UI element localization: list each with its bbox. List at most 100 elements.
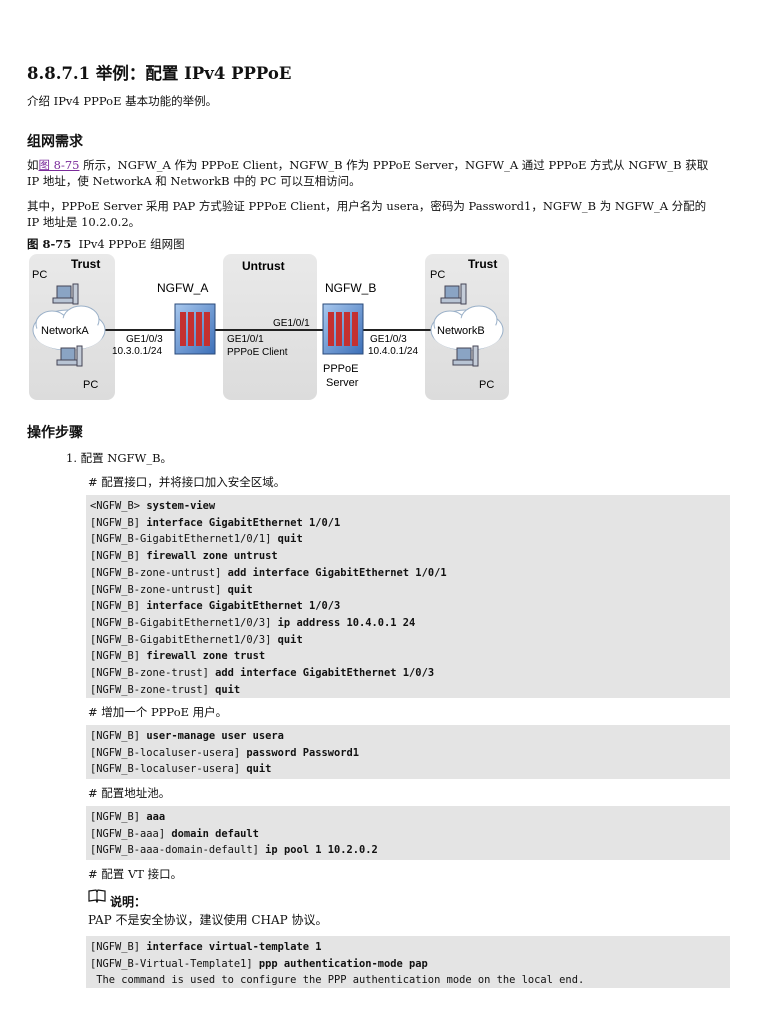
code-command: ppp authentication-mode pap bbox=[258, 957, 428, 970]
code-line: [NGFW_B-localuser-usera] quit bbox=[90, 761, 726, 778]
pc-label-top-left: PC bbox=[32, 269, 47, 281]
code-line: [NGFW_B-zone-untrust] add interface Giga… bbox=[90, 565, 726, 582]
comment-add-user: # 增加一个 PPPoE 用户。 bbox=[88, 705, 228, 719]
requirements-para1-line1: 如图 8-75 所示，NGFW_A 作为 PPPoE Client，NGFW_B… bbox=[27, 157, 708, 173]
code-prompt: [NGFW_B-aaa-domain-default] bbox=[90, 844, 266, 857]
zone-label-untrust: Untrust bbox=[242, 259, 285, 273]
code-line: [NGFW_B-aaa-domain-default] ip pool 1 10… bbox=[90, 842, 726, 859]
figure-title: IPv4 PPPoE 组网图 bbox=[78, 237, 185, 251]
code-line: [NGFW_B] aaa bbox=[90, 809, 726, 826]
code-command: domain default bbox=[171, 827, 259, 840]
code-command: add interface GigabitEthernet 1/0/3 bbox=[215, 667, 435, 680]
code-command: system-view bbox=[146, 500, 216, 512]
code-prompt: [NGFW_B] bbox=[90, 550, 147, 563]
requirements-para2-line1: 其中，PPPoE Server 采用 PAP 方式验证 PPPoE Client… bbox=[27, 199, 707, 213]
code-line: [NGFW_B-zone-trust] quit bbox=[90, 682, 726, 698]
page-title: 8.8.7.1 举例：配置 IPv4 PPPoE bbox=[27, 64, 292, 83]
code-prompt: [NGFW_B-zone-trust] bbox=[90, 683, 216, 696]
section-heading-requirements: 组网需求 bbox=[27, 134, 83, 150]
figure-caption: 图 8-75 IPv4 PPPoE 组网图 bbox=[27, 236, 185, 252]
ngfw-b-label: NGFW_B bbox=[325, 281, 376, 295]
code-command: quit bbox=[246, 763, 272, 776]
code-prompt: [NGFW_B] bbox=[90, 941, 147, 953]
pc-label-bottom-left: PC bbox=[83, 379, 98, 391]
code-command: password Password1 bbox=[246, 746, 360, 759]
code-block-vt: [NGFW_B] interface virtual-template 1[NG… bbox=[86, 936, 730, 988]
code-prompt: [NGFW_B-zone-trust] bbox=[90, 667, 216, 680]
code-prompt: [NGFW_B] bbox=[90, 650, 147, 663]
code-command: ip address 10.4.0.1 24 bbox=[277, 616, 416, 629]
code-line: [NGFW_B-zone-untrust] quit bbox=[90, 582, 726, 599]
code-line: [NGFW_B] interface virtual-template 1 bbox=[90, 939, 726, 956]
code-line: [NGFW_B-GigabitEthernet1/0/3] quit bbox=[90, 632, 726, 649]
code-block-interfaces: <NGFW_B> system-view[NGFW_B] interface G… bbox=[86, 495, 730, 698]
comment-config-interfaces: # 配置接口，并将接口加入安全区域。 bbox=[88, 475, 286, 489]
section-heading-procedure: 操作步骤 bbox=[27, 425, 83, 441]
code-line: [NGFW_B-Virtual-Template1] ppp authentic… bbox=[90, 956, 726, 973]
note-text: PAP 不是安全协议，建议使用 CHAP 协议。 bbox=[88, 913, 328, 927]
ngfw-a-ge101-label: GE1/0/1 bbox=[227, 334, 264, 345]
ngfw-a-ip-label: 10.3.0.1/24 bbox=[112, 346, 162, 357]
network-b-label: NetworkB bbox=[437, 325, 485, 337]
ngfw-b-ge103-label: GE1/0/3 bbox=[370, 334, 407, 345]
code-block-user: [NGFW_B] user-manage user usera[NGFW_B-l… bbox=[86, 725, 730, 779]
code-command: quit bbox=[215, 683, 241, 696]
step-1: 1. 配置 NGFW_B。 bbox=[66, 451, 173, 465]
code-command: quit bbox=[227, 583, 253, 596]
requirements-para1-line2: IP 地址，使 NetworkA 和 NetworkB 中的 PC 可以互相访问… bbox=[27, 174, 361, 188]
zone-label-trust-left: Trust bbox=[71, 257, 100, 271]
figure-link[interactable]: 图 8-75 bbox=[38, 158, 80, 172]
code-command: user-manage user usera bbox=[146, 730, 284, 742]
cloud-icon-networkb bbox=[430, 305, 504, 351]
code-command: interface virtual-template 1 bbox=[146, 941, 322, 953]
ngfw-b-ip-label: 10.4.0.1/24 bbox=[368, 346, 418, 357]
intro-text: 介绍 IPv4 PPPoE 基本功能的举例。 bbox=[27, 94, 218, 108]
ngfw-a-label: NGFW_A bbox=[157, 281, 208, 295]
pc-icon-bottom-left bbox=[56, 345, 83, 367]
ngfw-a-client-label: PPPoE Client bbox=[227, 347, 288, 358]
code-line: [NGFW_B] firewall zone trust bbox=[90, 648, 726, 665]
firewall-icon-ngfw-a bbox=[174, 303, 216, 355]
pc-icon-bottom-right bbox=[452, 345, 479, 367]
requirements-para2-line2: IP 地址是 10.2.0.2。 bbox=[27, 215, 141, 229]
pc-icon-top-left bbox=[52, 283, 79, 305]
code-block-pool: [NGFW_B] aaa[NGFW_B-aaa] domain default [… bbox=[86, 806, 730, 860]
code-command: add interface GigabitEthernet 1/0/1 bbox=[227, 566, 447, 579]
para1-rest: 所示，NGFW_A 作为 PPPoE Client，NGFW_B 作为 PPPo… bbox=[79, 158, 709, 172]
code-prompt: [NGFW_B] bbox=[90, 730, 147, 742]
comment-vt-interface: # 配置 VT 接口。 bbox=[88, 867, 183, 881]
note-title: 说明： bbox=[110, 895, 147, 909]
code-command: firewall zone untrust bbox=[146, 550, 278, 563]
cloud-icon-networka bbox=[32, 305, 106, 351]
code-prompt: [NGFW_B-GigabitEthernet1/0/3] bbox=[90, 633, 278, 646]
code-prompt: [NGFW_B] bbox=[90, 516, 147, 529]
code-line: [NGFW_B-localuser-usera] password Passwo… bbox=[90, 745, 726, 762]
ngfw-b-ge101-label: GE1/0/1 bbox=[273, 318, 310, 329]
code-prompt: [NGFW_B-aaa] bbox=[90, 827, 172, 840]
code-line: [NGFW_B-GigabitEthernet1/0/3] ip address… bbox=[90, 615, 726, 632]
code-line: The command is used to configure the PPP… bbox=[90, 972, 726, 988]
code-prompt: [NGFW_B-zone-untrust] bbox=[90, 566, 228, 579]
code-prompt: The command is used to configure the PPP… bbox=[90, 974, 585, 987]
figure-number: 图 8-75 bbox=[27, 237, 72, 251]
code-prompt: [NGFW_B] bbox=[90, 600, 147, 613]
comment-address-pool: # 配置地址池。 bbox=[88, 786, 171, 800]
code-command: quit bbox=[277, 533, 303, 546]
book-icon bbox=[88, 889, 106, 903]
code-line: <NGFW_B> system-view bbox=[90, 498, 726, 515]
code-line: [NGFW_B-GigabitEthernet1/0/1] quit bbox=[90, 531, 726, 548]
code-prompt: [NGFW_B-localuser-usera] bbox=[90, 746, 247, 759]
code-prompt: [NGFW_B-GigabitEthernet1/0/3] bbox=[90, 616, 278, 629]
ngfw-b-pppoe-label: PPPoE bbox=[323, 363, 358, 375]
code-command: quit bbox=[277, 633, 303, 646]
pc-label-bottom-right: PC bbox=[479, 379, 494, 391]
pc-icon-top-right bbox=[440, 283, 467, 305]
ngfw-a-ge103-label: GE1/0/3 bbox=[126, 334, 163, 345]
code-prompt: [NGFW_B-localuser-usera] bbox=[90, 763, 247, 776]
code-line: [NGFW_B-zone-trust] add interface Gigabi… bbox=[90, 665, 726, 682]
code-command: aaa bbox=[146, 811, 166, 823]
code-prompt: [NGFW_B-zone-untrust] bbox=[90, 583, 228, 596]
code-line: [NGFW_B] user-manage user usera bbox=[90, 728, 726, 745]
code-prompt: [NGFW_B-Virtual-Template1] bbox=[90, 957, 259, 970]
